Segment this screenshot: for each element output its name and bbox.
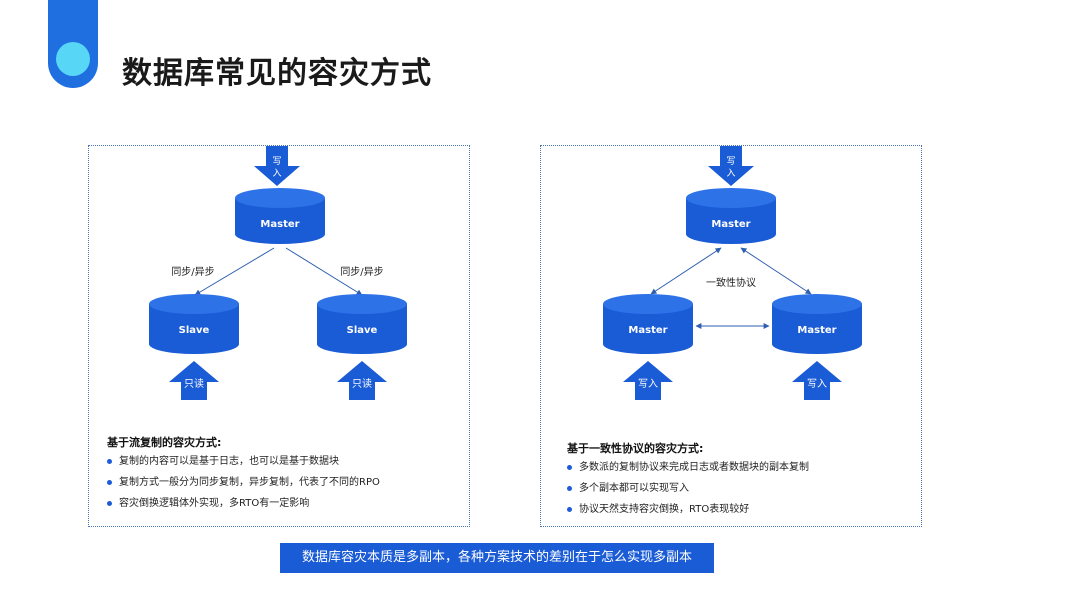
- description-list: 多数派的复制协议来完成日志或者数据块的副本复制 多个副本都可以实现写入 协议天然…: [567, 462, 912, 525]
- consensus-arrow-right: [740, 247, 812, 295]
- replication-arrow-left: [194, 247, 275, 296]
- consensus-arrow-left: [650, 247, 722, 295]
- master-database-icon: Master: [235, 188, 325, 244]
- write-label-line1: 写: [726, 156, 735, 167]
- description-list: 复制的内容可以是基于日志，也可以是基于数据块 复制方式一般分为同步复制，异步复制…: [107, 456, 457, 519]
- write-label-line2: 入: [272, 168, 281, 179]
- write-label: 写入: [638, 378, 658, 390]
- master-label: Master: [711, 219, 750, 230]
- write-arrow-icon: 写 入: [708, 146, 754, 186]
- replication-label: 同步/异步: [171, 266, 214, 278]
- master-database-icon: Master: [686, 188, 776, 244]
- master-label: Master: [260, 219, 299, 230]
- read-only-arrow-icon: 只读: [337, 361, 387, 400]
- streaming-replication-diagram: 写 入 Master 同步/异步 同步/异步 Slave Slave: [149, 146, 407, 400]
- right-diagram-panel: 写 入 Master 一致性协议 Master Master 写入: [540, 145, 922, 527]
- write-label-line1: 写: [272, 156, 281, 167]
- consensus-label: 一致性协议: [706, 276, 756, 289]
- summary-banner: 数据库容灾本质是多副本，各种方案技术的差别在于怎么实现多副本: [280, 543, 714, 573]
- description-title: 基于一致性协议的容灾方式:: [567, 442, 704, 455]
- master-database-icon: Master: [772, 294, 862, 354]
- slave-database-icon: Slave: [317, 294, 407, 354]
- write-arrow-icon: 写 入: [254, 146, 300, 186]
- replication-arrow-right: [285, 247, 363, 296]
- master-label: Master: [628, 325, 667, 336]
- master-label: Master: [797, 325, 836, 336]
- write-label: 写入: [807, 378, 827, 390]
- slave-label: Slave: [347, 325, 378, 336]
- consensus-protocol-diagram: 写 入 Master 一致性协议 Master Master 写入: [603, 146, 862, 400]
- read-only-label: 只读: [184, 377, 204, 390]
- list-item: 多个副本都可以实现写入: [567, 483, 912, 495]
- list-item: 多数派的复制协议来完成日志或者数据块的副本复制: [567, 462, 912, 474]
- description-title: 基于流复制的容灾方式:: [107, 436, 222, 449]
- write-up-arrow-icon: 写入: [623, 361, 673, 400]
- slave-label: Slave: [179, 325, 210, 336]
- write-up-arrow-icon: 写入: [792, 361, 842, 400]
- list-item: 协议天然支持容灾倒换，RTO表现较好: [567, 504, 912, 516]
- title-dot-icon: [56, 42, 90, 76]
- read-only-label: 只读: [352, 377, 372, 390]
- master-database-icon: Master: [603, 294, 693, 354]
- read-only-arrow-icon: 只读: [169, 361, 219, 400]
- page-title: 数据库常见的容灾方式: [122, 56, 432, 91]
- left-diagram-panel: 写 入 Master 同步/异步 同步/异步 Slave Slave: [88, 145, 470, 527]
- write-label-line2: 入: [726, 168, 735, 179]
- list-item: 复制方式一般分为同步复制，异步复制，代表了不同的RPO: [107, 477, 457, 489]
- replication-label: 同步/异步: [340, 266, 383, 278]
- slave-database-icon: Slave: [149, 294, 239, 354]
- list-item: 容灾倒换逻辑体外实现，多RTO有一定影响: [107, 498, 457, 510]
- list-item: 复制的内容可以是基于日志，也可以是基于数据块: [107, 456, 457, 468]
